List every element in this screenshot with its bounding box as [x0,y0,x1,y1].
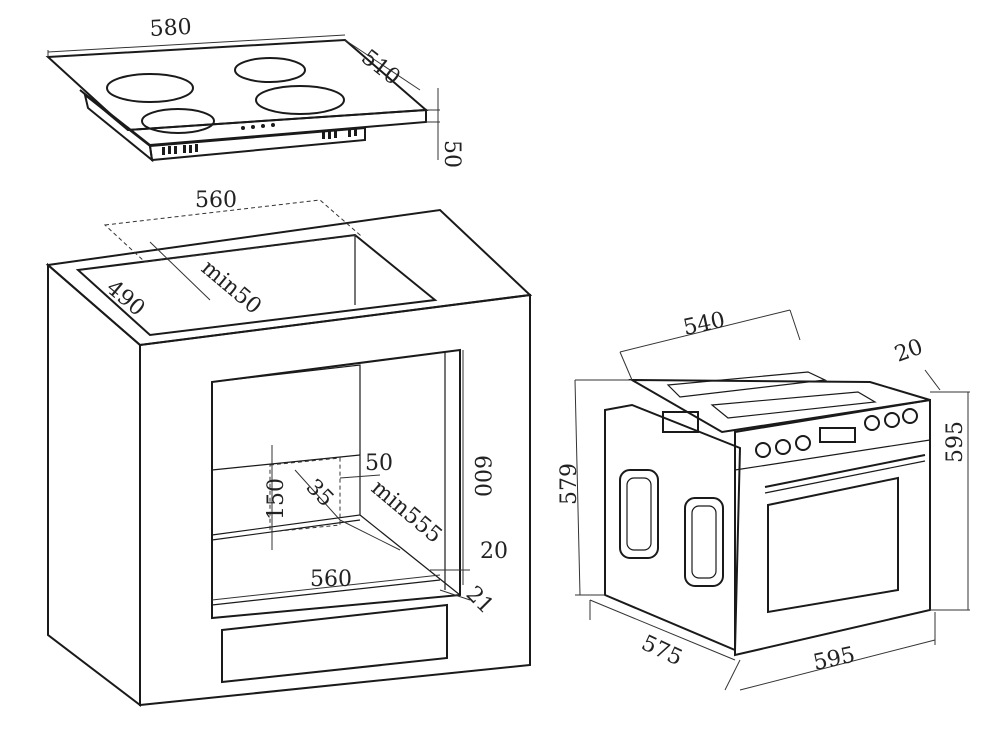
bottom-gap-label: 21 [461,582,498,619]
gap-50-label: 50 [365,451,393,476]
cabinet-drawing [45,199,533,708]
vent-height-label: 150 [264,478,289,520]
hob-drawing [45,34,440,163]
cutout-depth-label: 490 [101,275,149,321]
oven-body-height-label: 579 [557,463,582,505]
oven-front-height-label: 595 [943,421,968,463]
inner-width-label: 560 [310,567,352,592]
min-back-gap-label: min50 [196,255,266,319]
side-gap-label: 20 [480,539,508,564]
hob-width-label: 580 [149,15,192,42]
min-depth-label: min555 [366,475,446,548]
oven-top-depth-label: 540 [681,308,727,341]
oven-front-thickness-label: 20 [892,335,927,368]
oven-front-width-label: 595 [811,643,857,676]
oven-drawing [574,309,970,691]
hob-height-label: 50 [439,140,464,168]
cutout-width-label: 560 [195,188,237,213]
inner-height-label: 600 [469,455,494,497]
vent-offset-label: 35 [301,475,338,512]
